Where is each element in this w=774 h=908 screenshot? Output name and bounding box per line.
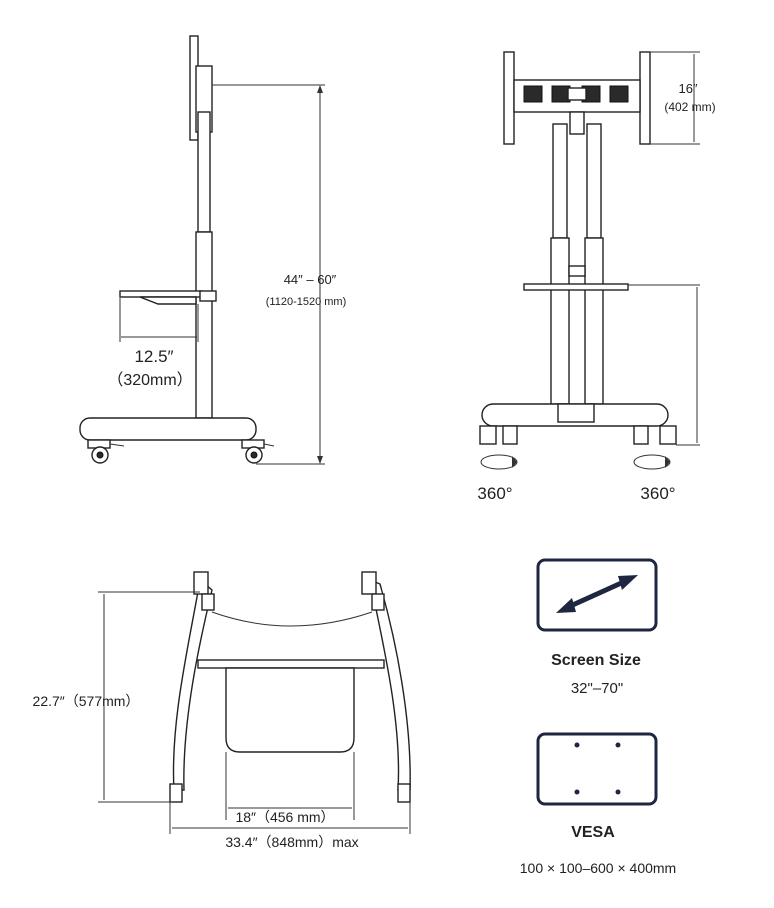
vesa-value: 100 × 100–600 × 400mm	[520, 860, 676, 876]
front-caster-4	[659, 425, 677, 445]
inner-width-label: 18″（456 mm）	[235, 809, 334, 825]
rotation-label-left: 360°	[477, 484, 512, 503]
vesa-rail-left	[503, 51, 515, 145]
rotation-label-right: 360°	[640, 484, 675, 503]
shelf-depth-mm-label: （320mm）	[107, 371, 192, 389]
diagonal-double-arrow-icon	[556, 575, 638, 613]
four-hole-pattern-icon	[574, 742, 621, 795]
screen-size-spec: Screen Size 32"–70"	[536, 558, 658, 697]
brand-logo	[567, 87, 587, 101]
side-view: 44″ – 60″ (1120-1520 mm) 12.5″ （320mm）	[79, 35, 347, 465]
front-caster-2	[502, 425, 518, 445]
vesa-height-label: 16″	[678, 81, 697, 96]
vesa-icon-frame	[536, 732, 658, 806]
depth-label: 22.7″（577mm）	[33, 693, 140, 709]
base-leg-right	[369, 578, 411, 791]
tray-shelf-front	[523, 283, 629, 291]
rotate-arrow-icon	[480, 454, 518, 470]
tray-top	[225, 667, 355, 753]
front-pole-right	[586, 123, 602, 239]
base-leg-left	[172, 578, 213, 791]
front-pole-left	[552, 123, 568, 239]
top-view: 22.7″（577mm） 18″（456 mm） 33.4″（848mm）max	[33, 571, 411, 850]
tray-shelf-top	[197, 659, 385, 669]
cross-arch	[211, 611, 373, 627]
screen-size-value: 32"–70"	[571, 680, 623, 697]
vesa-spec: VESA 100 × 100–600 × 400mm	[520, 732, 676, 876]
rotate-arrow-icon	[633, 454, 671, 470]
vesa-rail-right	[639, 51, 651, 145]
shelf-depth-label: 12.5″	[134, 347, 173, 366]
tray-shelf-side	[119, 290, 203, 298]
screen-size-title: Screen Size	[551, 652, 641, 669]
front-caster-3	[633, 425, 649, 445]
upper-pole	[197, 111, 211, 233]
front-view: 16″ (402 mm) 360° 360°	[477, 51, 716, 503]
height-range-mm-label: (1120-1520 mm)	[266, 296, 347, 308]
outer-width-label: 33.4″（848mm）max	[225, 834, 358, 850]
vesa-height-mm-label: (402 mm)	[664, 100, 715, 114]
vesa-title: VESA	[571, 824, 615, 841]
base-side	[79, 417, 257, 441]
front-caster-1	[479, 425, 497, 445]
height-range-label: 44″ – 60″	[284, 272, 337, 287]
